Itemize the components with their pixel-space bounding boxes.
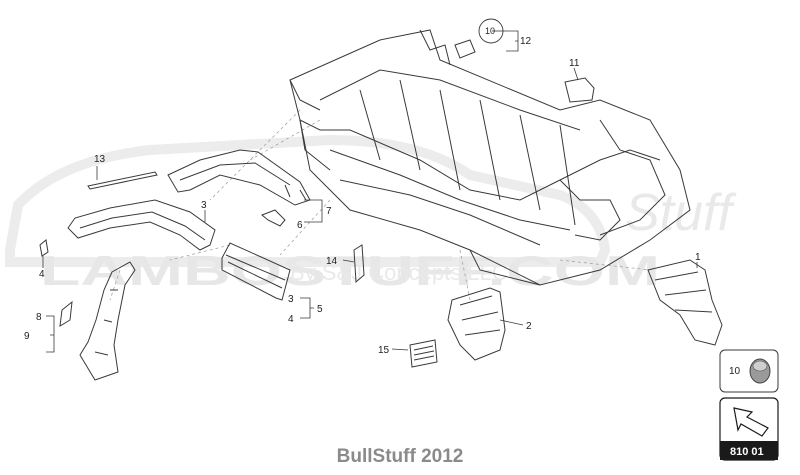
callout-4b: 4 <box>288 314 294 325</box>
callout-14: 14 <box>326 256 338 267</box>
part-8-plate <box>59 300 73 327</box>
callout-11: 11 <box>569 58 580 69</box>
callout-13: 13 <box>94 154 106 165</box>
callout-3b: 3 <box>288 294 294 305</box>
part-9-pillar <box>79 261 136 381</box>
callout-6: 6 <box>297 220 303 231</box>
legend-box-number: 10 <box>729 366 741 377</box>
callout-8: 8 <box>36 312 42 323</box>
arrow-icon <box>733 407 769 437</box>
callout-leaders <box>42 30 698 353</box>
callout-5: 5 <box>317 304 323 315</box>
part-13-trim-strip <box>87 171 158 190</box>
callout-4a: 4 <box>39 269 45 280</box>
part-3-side-rail <box>67 199 216 251</box>
part-2-bracket-assembly <box>447 287 506 361</box>
watermark-sub-text: By S&J Concepts LLC <box>290 260 508 285</box>
part-1-rear-member <box>647 259 723 346</box>
footer-caption: BullStuff 2012 <box>336 446 464 467</box>
legend-box-part-10: 10 <box>719 349 779 393</box>
part-15-grille <box>409 339 438 368</box>
callout-12: 12 <box>520 36 532 47</box>
page-code: 810 01 <box>730 446 764 458</box>
callout-3a: 3 <box>201 200 207 211</box>
part-3-4-5-sill-panel <box>221 242 291 301</box>
watermark-script-text: Stuff <box>625 184 736 242</box>
watermark: LAMBOSTUFF.COM By S&J Concepts LLC Stuff <box>5 134 736 294</box>
part-6-upper-rail <box>167 149 311 206</box>
callout-2: 2 <box>526 321 532 332</box>
part-14-clip <box>353 244 365 284</box>
part-4-small-bracket <box>39 239 49 257</box>
callouts: 13 10 12 11 3 7 6 4 14 3 5 4 8 9 15 2 1 <box>24 18 701 356</box>
watermark-main-text: LAMBOSTUFF.COM <box>40 247 660 294</box>
callout-9: 9 <box>24 331 30 342</box>
watermark-car-silhouette <box>5 134 611 267</box>
callout-10: 10 <box>485 26 495 36</box>
part-12-mount <box>454 39 476 59</box>
part-11-mount <box>564 77 595 103</box>
callout-7: 7 <box>326 206 332 217</box>
callout-10-circle <box>478 18 504 44</box>
callout-1: 1 <box>695 252 701 263</box>
callout-15: 15 <box>378 345 390 356</box>
page-reference-badge: 810 01 <box>719 397 779 461</box>
part-7-bracket <box>261 209 286 227</box>
floor-frame-assembly <box>289 29 691 286</box>
